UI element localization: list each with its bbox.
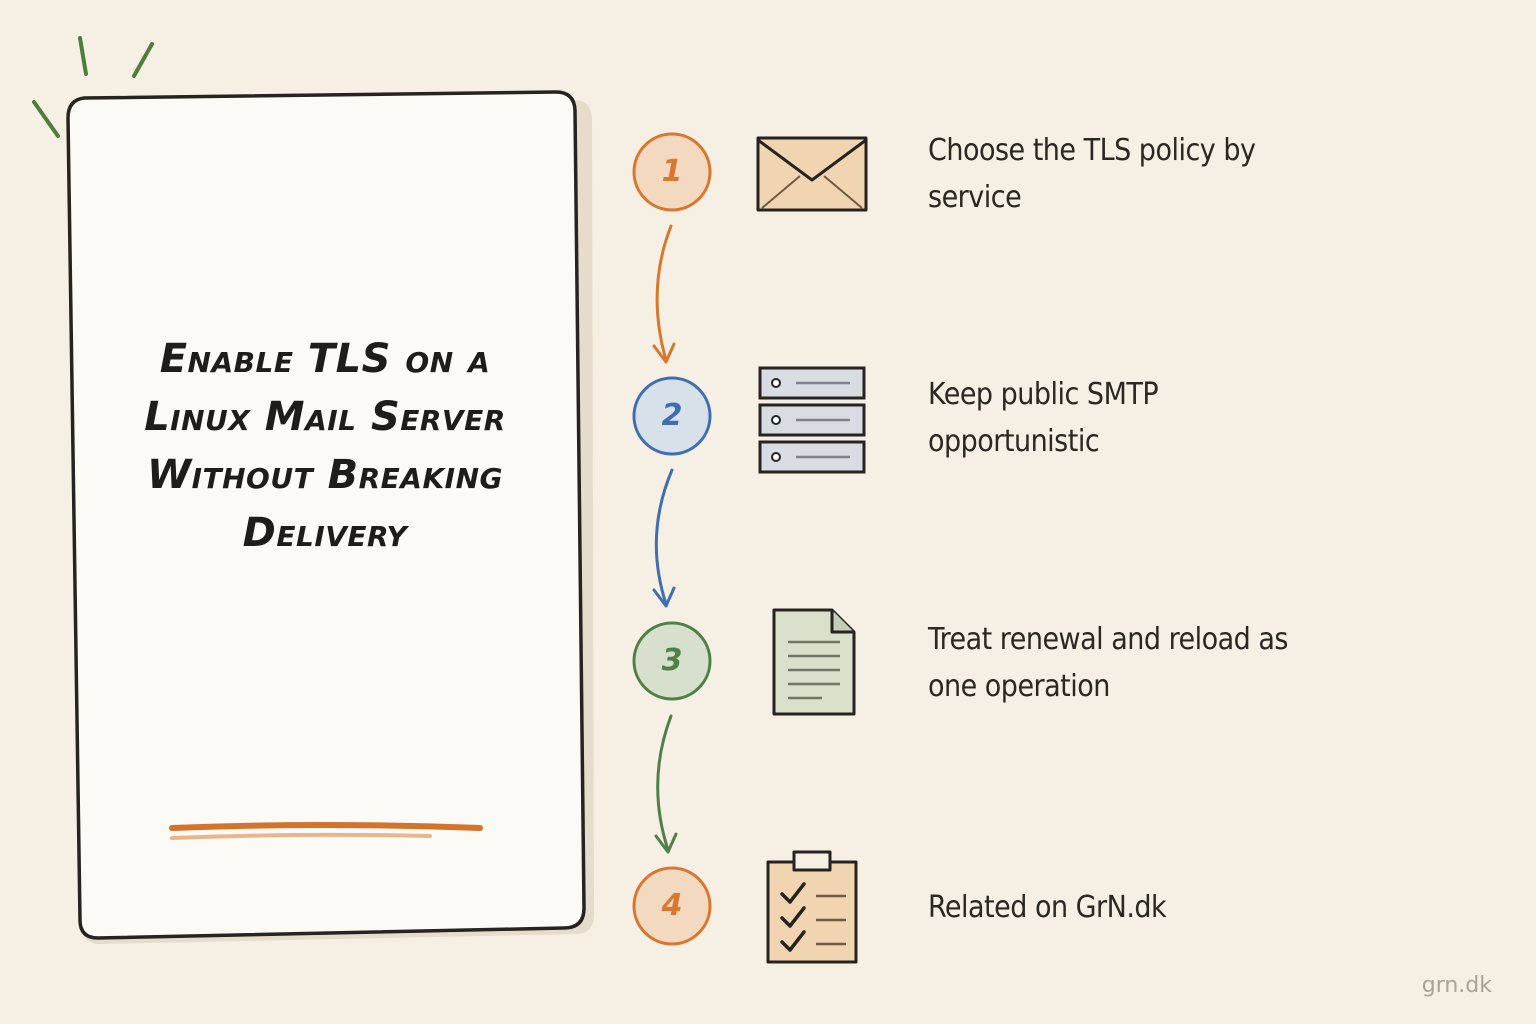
envelope-icon <box>756 136 868 212</box>
title-underline <box>169 822 483 831</box>
server-rack-icon <box>758 366 866 474</box>
step-3-number: 3 <box>661 643 683 678</box>
step-3-circle <box>632 621 712 701</box>
step-1-circle <box>632 132 712 212</box>
step-2-text: Keep public SMTP opportunistic <box>928 377 1159 459</box>
card-title: Enable TLS on a Linux Mail Server Withou… <box>144 336 506 556</box>
step-2-circle <box>632 376 712 456</box>
step-4-circle <box>632 866 712 946</box>
step-1-number: 1 <box>661 154 683 189</box>
connector-arrow-1 <box>652 224 676 364</box>
step-2-number: 2 <box>661 398 683 433</box>
step-3-text: Treat renewal and reload as one operatio… <box>928 622 1289 704</box>
title-underline-light <box>170 832 432 840</box>
watermark: grn.dk <box>1421 973 1492 998</box>
checklist-clipboard-icon <box>766 850 858 964</box>
step-4-number: 4 <box>661 888 683 923</box>
step-4-link[interactable]: Related on GrN.dk <box>928 890 1167 925</box>
step-1-text: Choose the TLS policy by service <box>928 133 1256 215</box>
sparkle-icon <box>32 36 154 138</box>
document-icon <box>772 608 856 716</box>
title-card <box>66 90 586 940</box>
connector-arrow-3 <box>654 714 678 854</box>
connector-arrow-2 <box>652 468 676 608</box>
